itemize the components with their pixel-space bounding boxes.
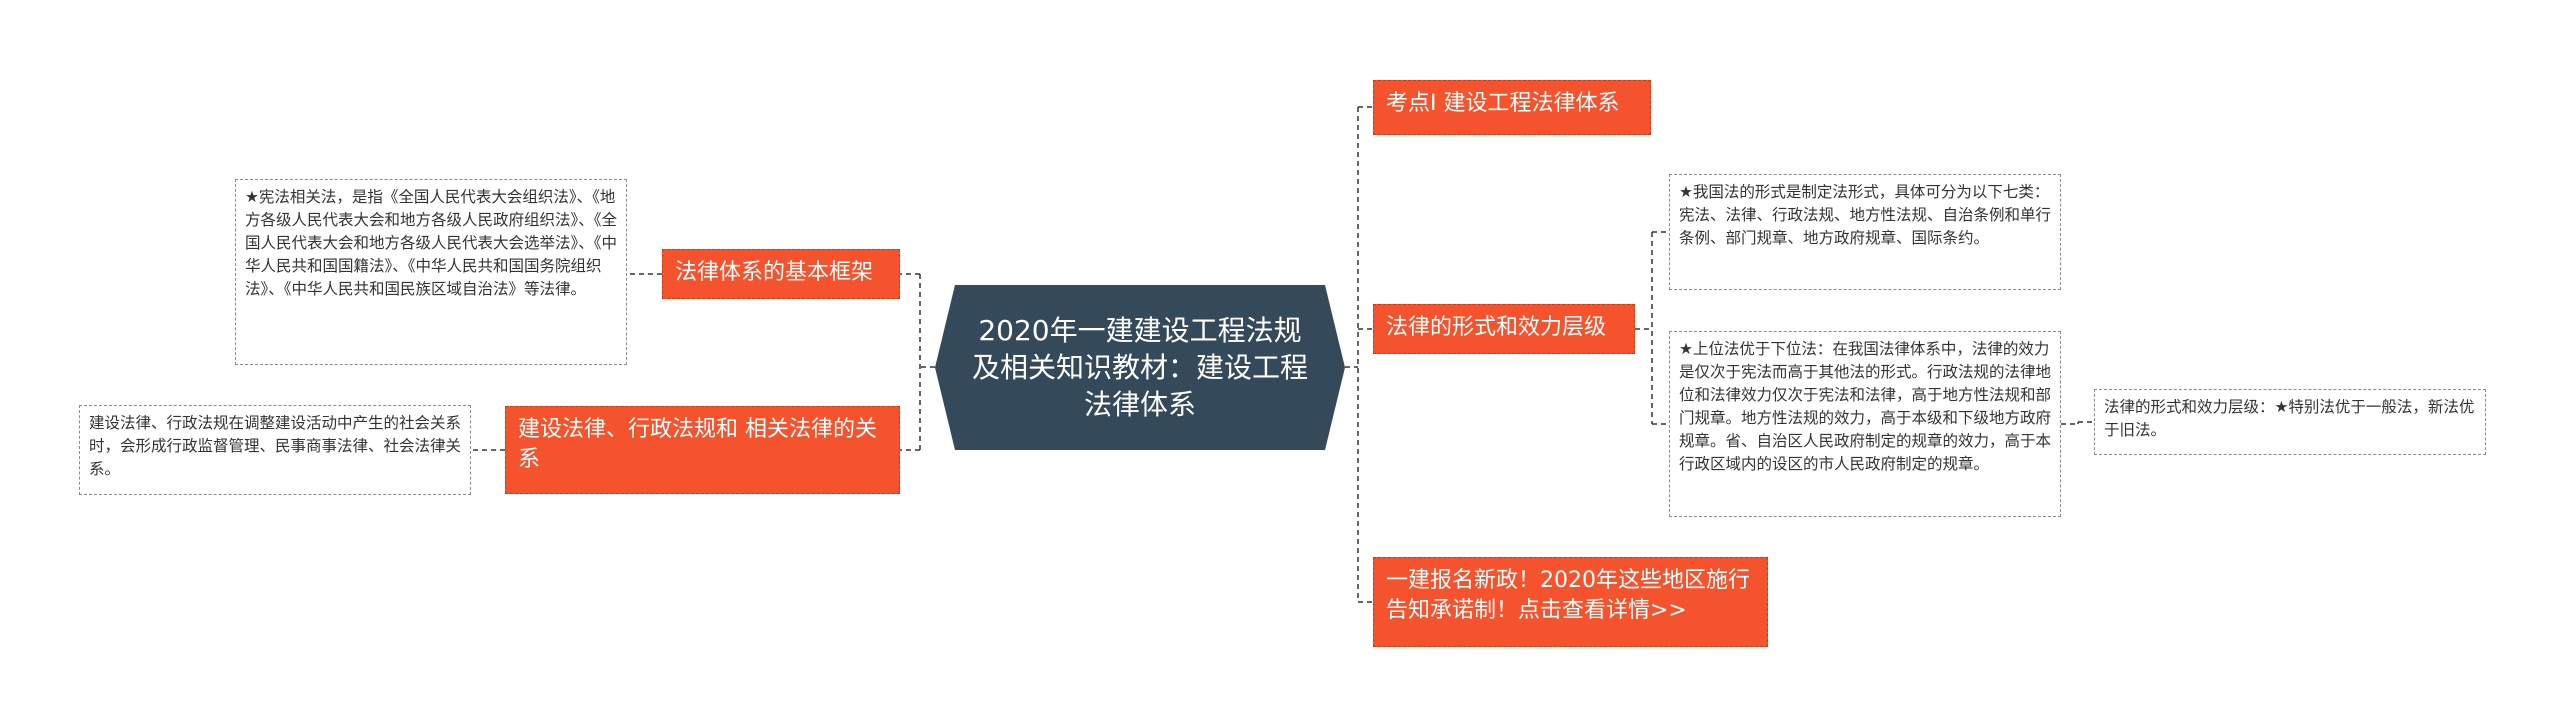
central-topic[interactable]: 2020年一建建设工程法规及相关知识教材：建设工程法律体系 (935, 285, 1345, 450)
note-seven-forms[interactable]: ★我国法的形式是制定法形式，具体可分为以下七类：宪法、法律、行政法规、地方性法规… (1669, 174, 2061, 290)
topic-label: 建设法律、行政法规和 相关法律的关系 (518, 417, 877, 472)
note-text: 建设法律、行政法规在调整建设活动中产生的社会关系时，会形成行政监督管理、民事商事… (89, 414, 462, 478)
topic-label: 法律的形式和效力层级 (1386, 315, 1607, 340)
note-special-law-priority[interactable]: 法律的形式和效力层级：★特别法优于一般法，新法优于旧法。 (2094, 389, 2486, 455)
topic-label: 考点I 建设工程法律体系 (1386, 91, 1620, 116)
note-text: 法律的形式和效力层级：★特别法优于一般法，新法优于旧法。 (2104, 398, 2475, 439)
note-text: ★我国法的形式是制定法形式，具体可分为以下七类：宪法、法律、行政法规、地方性法规… (1679, 183, 2052, 247)
note-social-relations[interactable]: 建设法律、行政法规在调整建设活动中产生的社会关系时，会形成行政监督管理、民事商事… (79, 405, 471, 495)
central-topic-title: 2020年一建建设工程法规及相关知识教材：建设工程法律体系 (971, 314, 1308, 421)
topic-law-regulation-relation[interactable]: 建设法律、行政法规和 相关法律的关系 (505, 406, 900, 494)
topic-legal-system-framework[interactable]: 法律体系的基本框架 (662, 249, 900, 299)
topic-exam-point[interactable]: 考点I 建设工程法律体系 (1373, 80, 1651, 135)
note-superior-law[interactable]: ★上位法优于下位法：在我国法律体系中，法律的效力是仅次于宪法而高于其他法的形式。… (1669, 331, 2061, 517)
topic-law-forms-and-levels[interactable]: 法律的形式和效力层级 (1373, 304, 1635, 354)
note-text: ★上位法优于下位法：在我国法律体系中，法律的效力是仅次于宪法而高于其他法的形式。… (1679, 340, 2052, 473)
note-constitution-related-laws[interactable]: ★宪法相关法，是指《全国人民代表大会组织法》、《地方各级人民代表大会和地方各级人… (235, 179, 627, 365)
topic-label: 一建报名新政！2020年这些地区施行告知承诺制！点击查看详情>> (1386, 568, 1750, 623)
topic-label: 法律体系的基本框架 (675, 260, 874, 285)
note-text: ★宪法相关法，是指《全国人民代表大会组织法》、《地方各级人民代表大会和地方各级人… (245, 188, 618, 298)
topic-news-link[interactable]: 一建报名新政！2020年这些地区施行告知承诺制！点击查看详情>> (1373, 557, 1768, 647)
